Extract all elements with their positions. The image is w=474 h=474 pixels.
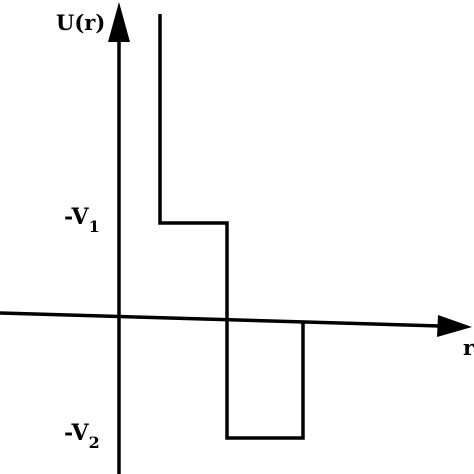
potential-curve — [158, 14, 305, 440]
level-upper-subscript: 1 — [89, 217, 100, 236]
level-label-upper: -V1 — [64, 204, 100, 236]
level-lower-prefix: -V — [64, 420, 90, 446]
level-label-lower: -V2 — [64, 420, 100, 452]
level-upper-prefix: -V — [64, 204, 90, 230]
x-axis-arrowhead — [437, 315, 472, 337]
y-axis-arrowhead — [108, 2, 130, 42]
level-lower-subscript: 2 — [89, 433, 100, 452]
x-axis-label: r — [463, 335, 474, 360]
y-axis-label: U(r) — [56, 10, 105, 35]
x-axis-line — [0, 311, 441, 328]
